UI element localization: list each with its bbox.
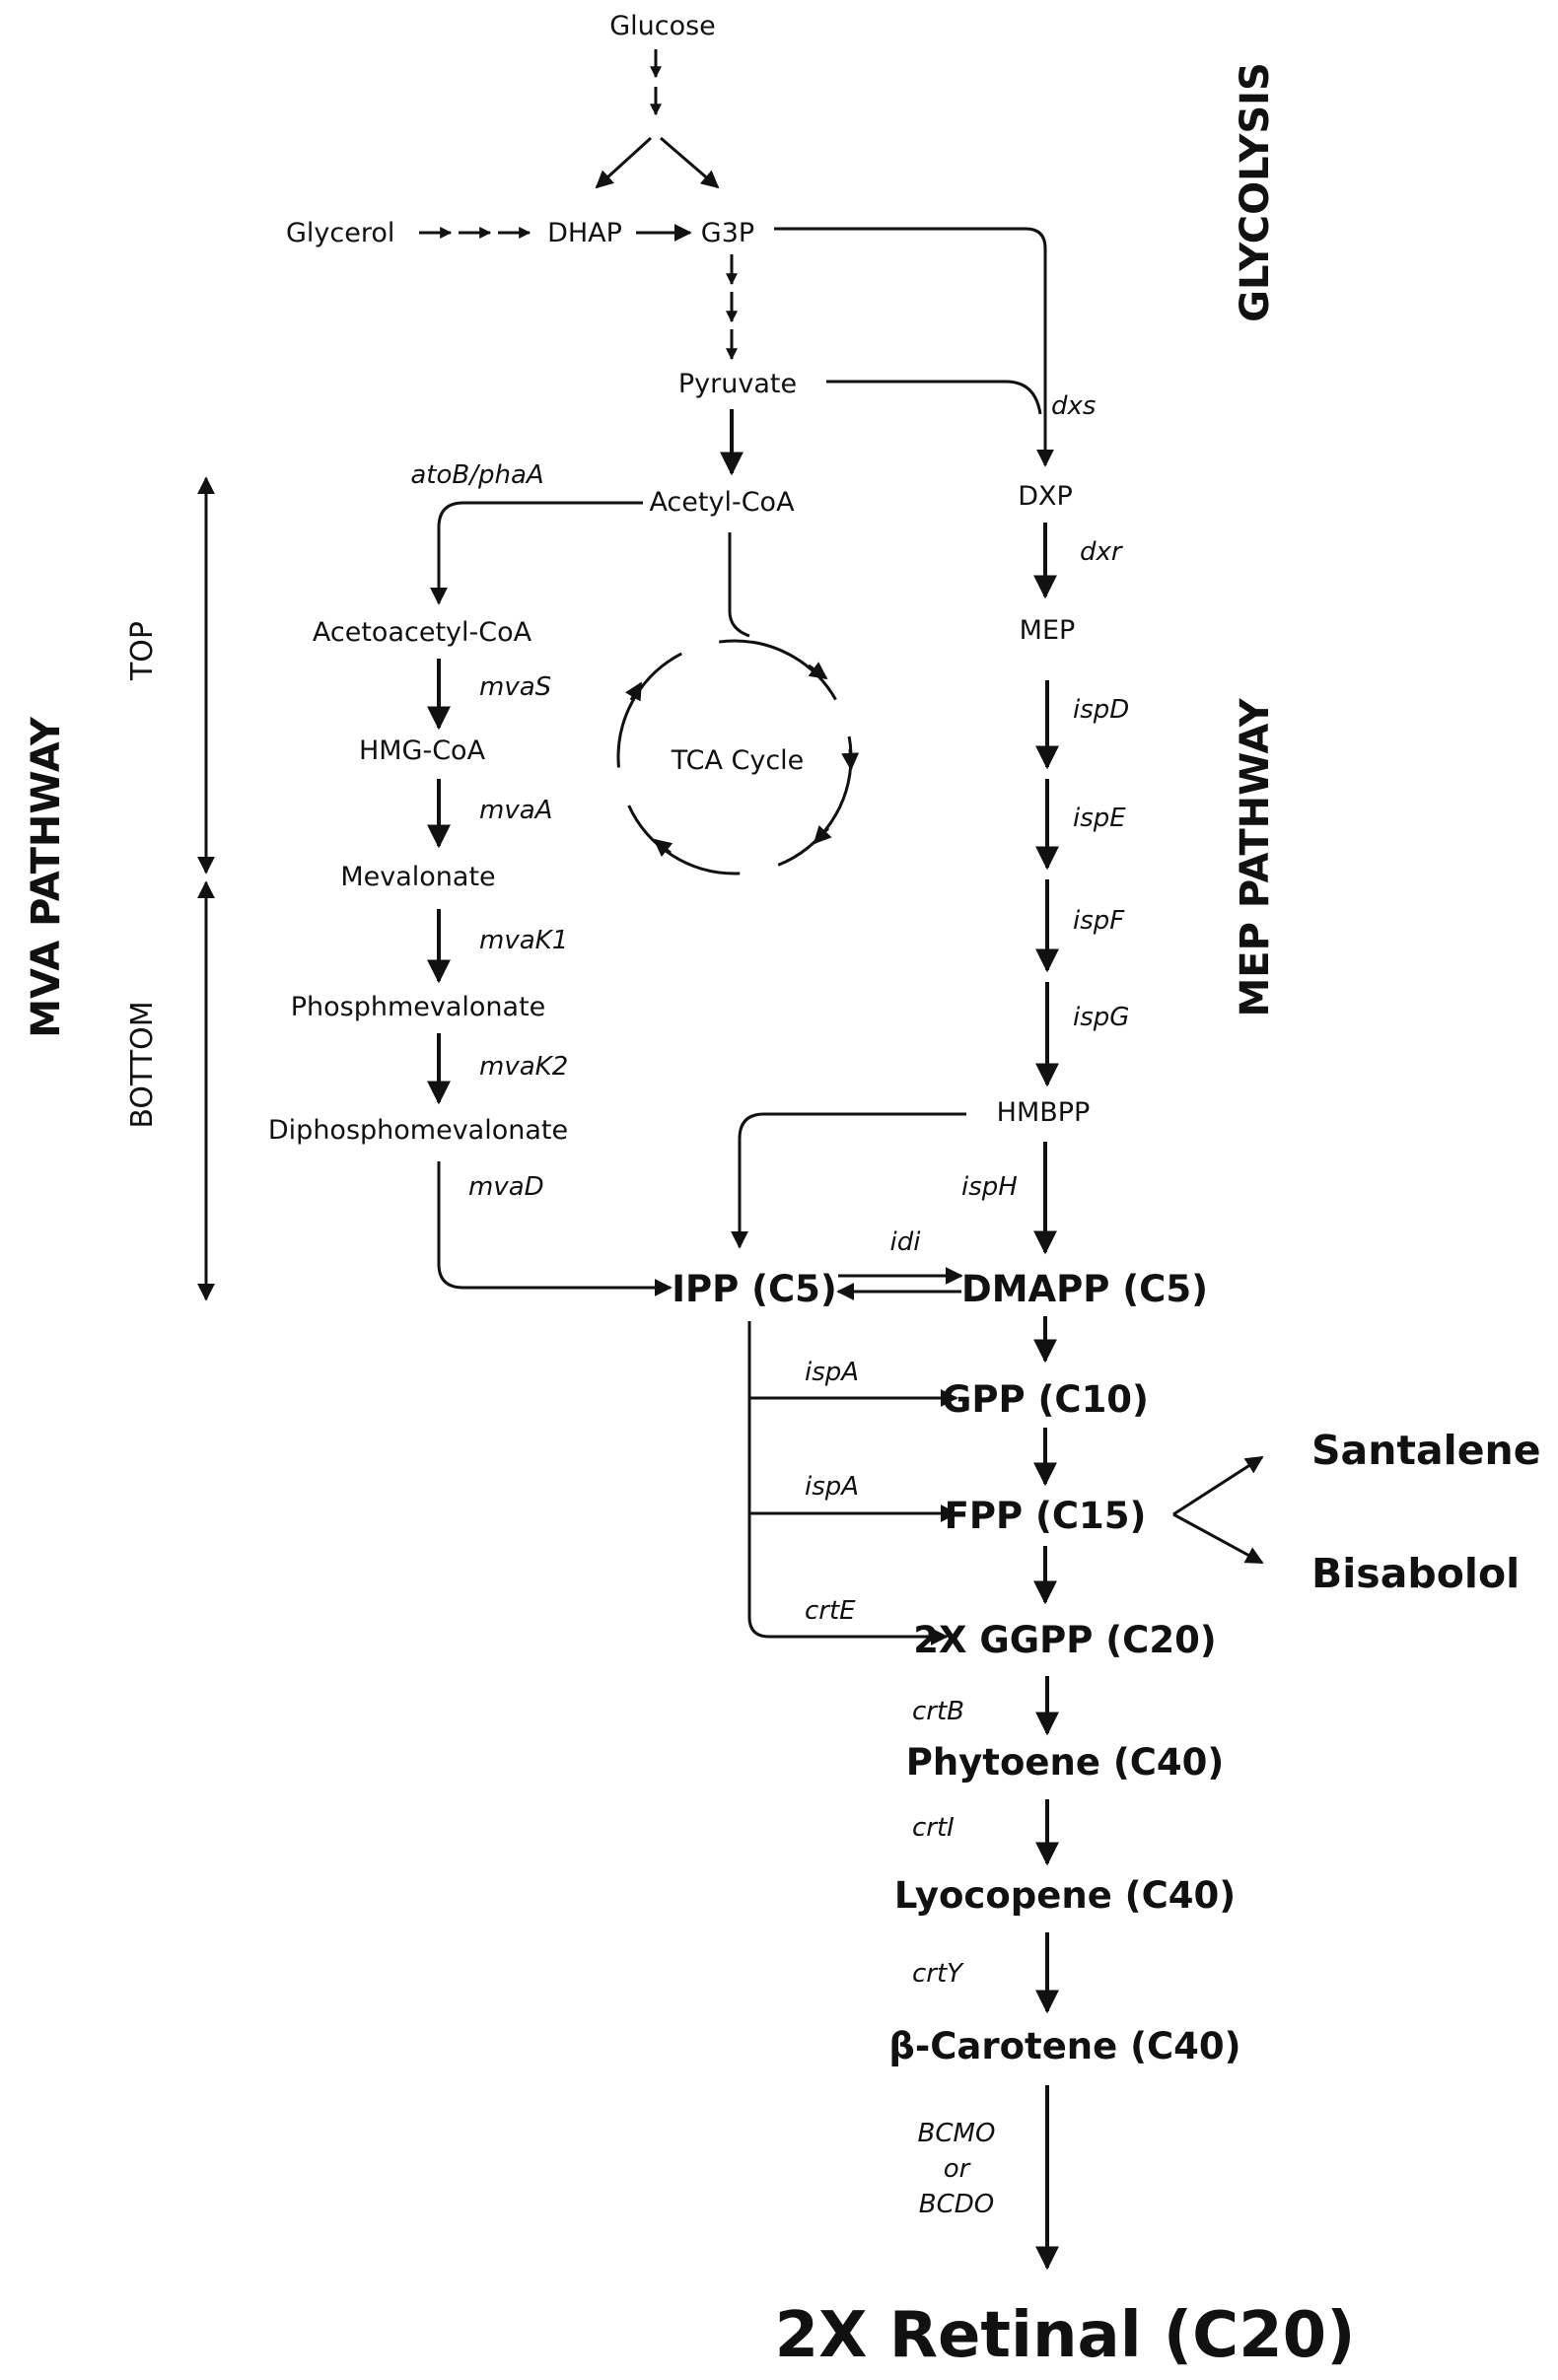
node-diphosphomevalonate: Diphosphomevalonate xyxy=(268,1115,568,1146)
tca-arrow-4 xyxy=(655,840,671,853)
node-bisabolol: Bisabolol xyxy=(1311,1550,1520,1597)
node-lycopene: Lyocopene (C40) xyxy=(894,1874,1236,1917)
node-gpp: GPP (C10) xyxy=(942,1378,1149,1421)
node-hmg-coa: HMG-CoA xyxy=(359,735,486,766)
enzyme-mvad: mvaD xyxy=(468,1172,544,1202)
arrow-split-dhap xyxy=(597,138,651,187)
node-santalene: Santalene xyxy=(1311,1427,1541,1474)
enzyme-crtb: crtB xyxy=(912,1697,964,1726)
arrow-fpp-bisabolol xyxy=(1173,1514,1262,1563)
node-dmapp: DMAPP (C5) xyxy=(961,1268,1208,1310)
arrow-split-g3p xyxy=(661,138,718,187)
enzyme-ispa-2: ispA xyxy=(805,1472,859,1502)
node-ipp: IPP (C5) xyxy=(672,1268,837,1310)
enzyme-crty: crtY xyxy=(912,1959,964,1989)
enzyme-idi: idi xyxy=(890,1227,922,1257)
section-top: TOP xyxy=(125,621,160,681)
node-dxp: DXP xyxy=(1018,481,1073,512)
section-mva-pathway: MVA PATHWAY xyxy=(24,716,69,1038)
arrow-pyruvate-dxp xyxy=(826,382,1040,414)
node-mevalonate: Mevalonate xyxy=(340,862,495,892)
tca-arrow-2 xyxy=(850,749,851,769)
enzyme-isph: ispH xyxy=(961,1172,1018,1202)
arrow-acetylcoa-tca xyxy=(730,532,749,636)
node-phosphomevalonate: Phosphmevalonate xyxy=(291,992,546,1022)
enzyme-or: or xyxy=(944,2154,972,2184)
section-bottom: BOTTOM xyxy=(125,1001,160,1128)
node-pyruvate: Pyruvate xyxy=(678,369,797,399)
node-g3p: G3P xyxy=(701,218,754,248)
arrow-g3p-dxp xyxy=(774,229,1045,465)
node-acetyl-coa: Acetyl-CoA xyxy=(649,487,795,518)
node-ggpp: 2X GGPP (C20) xyxy=(913,1619,1216,1661)
node-retinal: 2X Retinal (C20) xyxy=(775,2299,1356,2372)
node-fpp: FPP (C15) xyxy=(945,1495,1147,1537)
enzyme-ispg: ispG xyxy=(1073,1003,1129,1032)
enzyme-mvas: mvaS xyxy=(479,672,551,702)
enzyme-ispe: ispE xyxy=(1073,804,1126,833)
node-mep: MEP xyxy=(1020,615,1076,646)
node-tca-cycle: TCA Cycle xyxy=(671,745,805,776)
node-hmbpp: HMBPP xyxy=(997,1097,1091,1128)
arrow-acetylcoa-acetoacetylcoa xyxy=(439,503,643,603)
enzyme-bcmo: BCMO xyxy=(918,2119,996,2148)
enzyme-dxs: dxs xyxy=(1051,391,1096,421)
section-mep-pathway: MEP PATHWAY xyxy=(1233,697,1278,1016)
node-dhap: DHAP xyxy=(547,218,622,248)
enzyme-ispf: ispF xyxy=(1073,906,1125,936)
tca-arrow-3 xyxy=(814,828,828,843)
section-glycolysis: GLYCOLYSIS xyxy=(1233,62,1278,322)
enzyme-dxr: dxr xyxy=(1080,537,1124,567)
node-beta-carotene: β-Carotene (C40) xyxy=(888,2025,1240,2067)
arrow-hmbpp-ipp xyxy=(740,1114,966,1247)
enzyme-crte: crtE xyxy=(805,1596,856,1626)
enzyme-bcdo: BCDO xyxy=(919,2190,994,2219)
enzyme-mvak2: mvaK2 xyxy=(479,1052,568,1082)
arrow-fpp-santalene xyxy=(1173,1457,1262,1514)
enzyme-ispd: ispD xyxy=(1073,695,1129,725)
node-phytoene: Phytoene (C40) xyxy=(906,1741,1225,1784)
node-acetoacetyl-coa: Acetoacetyl-CoA xyxy=(313,617,532,648)
enzyme-mvaa: mvaA xyxy=(479,796,552,825)
enzyme-crti: crtI xyxy=(912,1813,955,1843)
enzyme-atob-phaa: atoB/phaA xyxy=(410,460,543,490)
node-glucose: Glucose xyxy=(609,11,716,41)
node-glycerol: Glycerol xyxy=(286,218,394,248)
enzyme-ispa-1: ispA xyxy=(805,1358,859,1387)
enzyme-mvak1: mvaK1 xyxy=(479,926,568,955)
